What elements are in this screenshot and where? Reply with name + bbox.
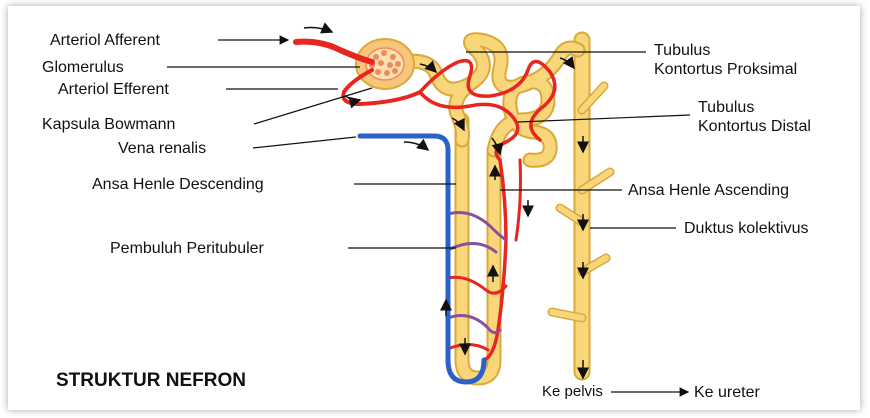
label-ke-pelvis: Ke pelvis	[542, 383, 603, 400]
label-tubulus-distal-1: Tubulus	[698, 99, 754, 116]
label-duktus-kolektivus: Duktus kolektivus	[684, 220, 809, 237]
label-ansa-henle-ascending: Ansa Henle Ascending	[628, 182, 789, 199]
label-arteriol-efferent: Arteriol Efferent	[58, 81, 169, 98]
label-glomerulus: Glomerulus	[42, 59, 124, 76]
diagram-title: STRUKTUR NEFRON	[56, 370, 246, 391]
label-ke-ureter: Ke ureter	[694, 384, 760, 401]
label-arteriol-afferent: Arteriol Afferent	[50, 32, 161, 49]
label-tubulus-distal-2: Kontortus Distal	[698, 118, 811, 135]
label-ansa-henle-descending: Ansa Henle Descending	[92, 176, 264, 193]
label-vena-renalis: Vena renalis	[118, 140, 206, 157]
collecting-duct	[552, 40, 610, 378]
label-pembuluh-peritubuler: Pembuluh Peritubuler	[110, 240, 265, 257]
bowman-capsule	[356, 39, 414, 89]
label-tubulus-proksimal-1: Tubulus	[654, 42, 710, 59]
label-kapsula-bowmann: Kapsula Bowmann	[42, 116, 175, 133]
label-tubulus-proksimal-2: Kontortus Proksimal	[654, 61, 797, 78]
